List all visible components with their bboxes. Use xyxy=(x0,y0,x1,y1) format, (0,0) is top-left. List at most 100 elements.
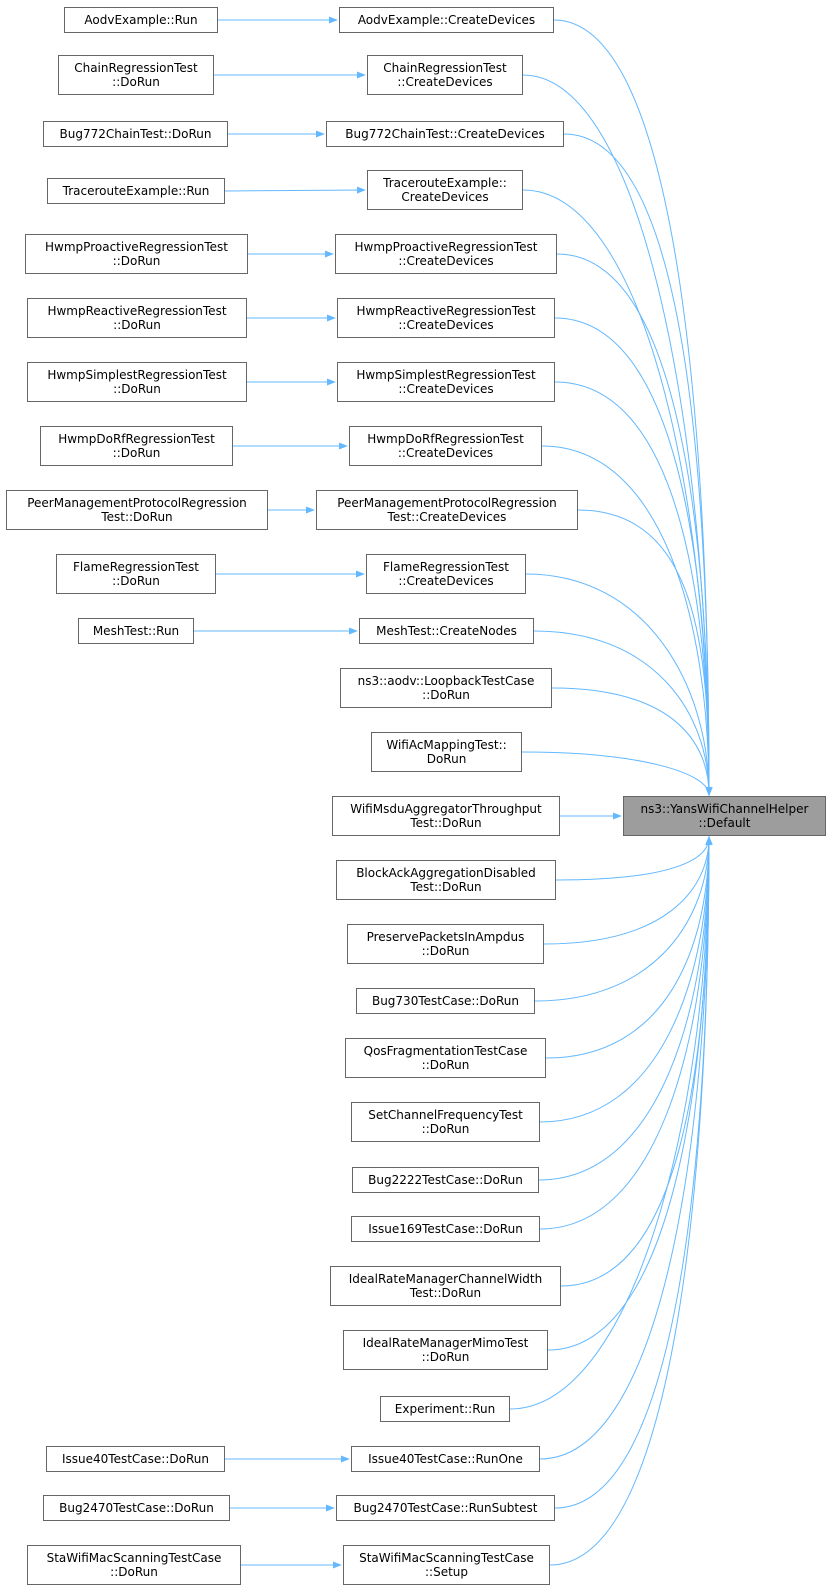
caller-node-hpro-run[interactable]: HwmpProactiveRegressionTest::DoRun xyxy=(25,234,248,274)
node-label-line: ::DoRun xyxy=(421,1122,470,1136)
node-label-line: ::Default xyxy=(698,816,751,830)
node-label-line: QosFragmentationTestCase xyxy=(363,1044,528,1058)
node-label-line: HwmpDoRfRegressionTest xyxy=(367,432,524,446)
node-label-line: ::DoRun xyxy=(112,574,160,588)
node-label-line: BlockAckAggregationDisabled xyxy=(356,866,536,880)
node-label-line: StaWifiMacScanningTestCase xyxy=(46,1551,222,1565)
node-label-line: ::DoRun xyxy=(421,944,470,958)
caller-node-aodv-cd[interactable]: AodvExample::CreateDevices xyxy=(339,7,554,33)
edge-n_hdorf_cd-to-target xyxy=(541,445,713,796)
caller-node-experiment[interactable]: Experiment::Run xyxy=(380,1396,510,1422)
caller-node-bug772-cd[interactable]: Bug772ChainTest::CreateDevices xyxy=(326,121,564,147)
caller-node-b2470-sub[interactable]: Bug2470TestCase::RunSubtest xyxy=(336,1495,555,1521)
caller-node-trace-cd[interactable]: TracerouteExample::CreateDevices xyxy=(367,170,523,210)
node-label-line: Bug772ChainTest::DoRun xyxy=(59,127,212,141)
caller-node-aodv-run[interactable]: AodvExample::Run xyxy=(64,7,218,33)
caller-node-preserve[interactable]: PreservePacketsInAmpdus::DoRun xyxy=(347,924,544,964)
caller-node-wifiac[interactable]: WifiAcMappingTest::DoRun xyxy=(371,732,522,772)
node-label-line: ::DoRun xyxy=(113,382,161,396)
caller-node-i40-one[interactable]: Issue40TestCase::RunOne xyxy=(351,1446,540,1472)
node-label-line: ChainRegressionTest xyxy=(383,61,507,75)
edge-n_peer_cd-to-target xyxy=(577,509,713,796)
node-label-line: FlameRegressionTest xyxy=(383,560,509,574)
node-label-line: WifiAcMappingTest:: xyxy=(386,738,507,752)
node-label-line: CreateDevices xyxy=(401,190,489,204)
edge-n_i40_one-to-target xyxy=(539,836,713,1460)
node-label-line: StaWifiMacScanningTestCase xyxy=(359,1551,534,1565)
caller-node-b2470-run[interactable]: Bug2470TestCase::DoRun xyxy=(43,1495,230,1521)
node-label-line: ::DoRun xyxy=(421,1058,470,1072)
edge-n_mesh_cn-to-target xyxy=(533,630,713,796)
node-label-line: SetChannelFrequencyTest xyxy=(368,1108,523,1122)
caller-node-bug2222[interactable]: Bug2222TestCase::DoRun xyxy=(352,1167,539,1193)
caller-node-sta-setup[interactable]: StaWifiMacScanningTestCase::Setup xyxy=(343,1545,550,1585)
caller-node-trace-run[interactable]: TracerouteExample::Run xyxy=(47,178,225,204)
node-label-line: AodvExample::CreateDevices xyxy=(357,13,536,27)
node-label-line: DoRun xyxy=(426,752,467,766)
caller-node-hrea-cd[interactable]: HwmpReactiveRegressionTest::CreateDevice… xyxy=(337,298,555,338)
node-label-line: HwmpDoRfRegressionTest xyxy=(58,432,215,446)
caller-node-i40-run[interactable]: Issue40TestCase::DoRun xyxy=(46,1446,225,1472)
edge-n_hsim_cd-to-target xyxy=(554,381,713,796)
node-label-line: Bug772ChainTest::CreateDevices xyxy=(345,127,545,141)
node-label-line: Experiment::Run xyxy=(394,1402,496,1416)
node-label-line: ::CreateDevices xyxy=(398,382,494,396)
node-label-line: ::DoRun xyxy=(110,1565,158,1579)
node-label-line: Issue169TestCase::DoRun xyxy=(368,1222,523,1236)
caller-node-flame-cd[interactable]: FlameRegressionTest::CreateDevices xyxy=(366,554,526,594)
node-label-line: PreservePacketsInAmpdus xyxy=(366,930,525,944)
edge-n_wifiac-to-target xyxy=(521,751,713,796)
node-label-line: ::DoRun xyxy=(112,446,161,460)
caller-node-chain-run[interactable]: ChainRegressionTest::DoRun xyxy=(58,55,214,95)
caller-node-chain-cd[interactable]: ChainRegressionTest::CreateDevices xyxy=(367,55,523,95)
edge-n_idealmimo-to-target xyxy=(547,836,713,1351)
edge-n_aodv_cd-to-target xyxy=(553,19,713,796)
caller-node-qosfrag[interactable]: QosFragmentationTestCase::DoRun xyxy=(345,1038,546,1078)
node-label-line: ::DoRun xyxy=(113,318,161,332)
node-label-line: Test::CreateDevices xyxy=(387,510,507,524)
caller-node-hsim-cd[interactable]: HwmpSimplestRegressionTest::CreateDevice… xyxy=(337,362,555,402)
node-label-line: ::CreateDevices xyxy=(398,254,494,268)
node-label-line: HwmpSimplestRegressionTest xyxy=(47,368,227,382)
node-label-line: HwmpReactiveRegressionTest xyxy=(356,304,536,318)
caller-node-mesh-run[interactable]: MeshTest::Run xyxy=(78,618,194,644)
caller-node-hdorf-cd[interactable]: HwmpDoRfRegressionTest::CreateDevices xyxy=(349,426,542,466)
target-function-node: ns3::YansWifiChannelHelper::Default xyxy=(623,796,826,836)
caller-node-hsim-run[interactable]: HwmpSimplestRegressionTest::DoRun xyxy=(27,362,247,402)
node-label-line: ::CreateDevices xyxy=(398,318,494,332)
node-label-line: MeshTest::CreateNodes xyxy=(376,624,517,638)
edge-n_bug2222-to-target xyxy=(538,836,713,1181)
node-label-line: Issue40TestCase::DoRun xyxy=(62,1452,209,1466)
caller-node-bug772-run[interactable]: Bug772ChainTest::DoRun xyxy=(43,121,228,147)
caller-node-bug730[interactable]: Bug730TestCase::DoRun xyxy=(356,988,535,1014)
caller-node-sta-run[interactable]: StaWifiMacScanningTestCase::DoRun xyxy=(27,1545,241,1585)
caller-node-setchan[interactable]: SetChannelFrequencyTest::DoRun xyxy=(351,1102,540,1142)
caller-node-hrea-run[interactable]: HwmpReactiveRegressionTest::DoRun xyxy=(27,298,247,338)
caller-node-mesh-cn[interactable]: MeshTest::CreateNodes xyxy=(359,618,534,644)
caller-node-hpro-cd[interactable]: HwmpProactiveRegressionTest::CreateDevic… xyxy=(335,234,557,274)
caller-node-issue169[interactable]: Issue169TestCase::DoRun xyxy=(351,1216,540,1242)
edge-n_blockack-to-target xyxy=(555,836,713,881)
node-label-line: ::CreateDevices xyxy=(397,75,493,89)
caller-node-loopback[interactable]: ns3::aodv::LoopbackTestCase::DoRun xyxy=(340,668,552,708)
caller-node-flame-run[interactable]: FlameRegressionTest::DoRun xyxy=(56,554,216,594)
edge-n_setchan-to-target xyxy=(539,836,713,1123)
node-label-line: Test::DoRun xyxy=(101,510,173,524)
caller-node-hdorf-run[interactable]: HwmpDoRfRegressionTest::DoRun xyxy=(40,426,233,466)
caller-node-idealmimo[interactable]: IdealRateManagerMimoTest::DoRun xyxy=(343,1330,548,1370)
node-label-line: Bug2222TestCase::DoRun xyxy=(368,1173,523,1187)
edge-n_b2470_sub-to-target xyxy=(554,836,713,1509)
edge-n_idealcw-to-target xyxy=(560,836,713,1287)
node-label-line: PeerManagementProtocolRegression xyxy=(27,496,247,510)
node-label-line: Bug2470TestCase::RunSubtest xyxy=(353,1501,538,1515)
edge-n_qosfrag-to-target xyxy=(545,836,713,1059)
node-label-line: ns3::YansWifiChannelHelper xyxy=(640,802,809,816)
edge-n_flame_cd-to-target xyxy=(525,573,713,796)
node-label-line: Test::DoRun xyxy=(410,816,482,830)
